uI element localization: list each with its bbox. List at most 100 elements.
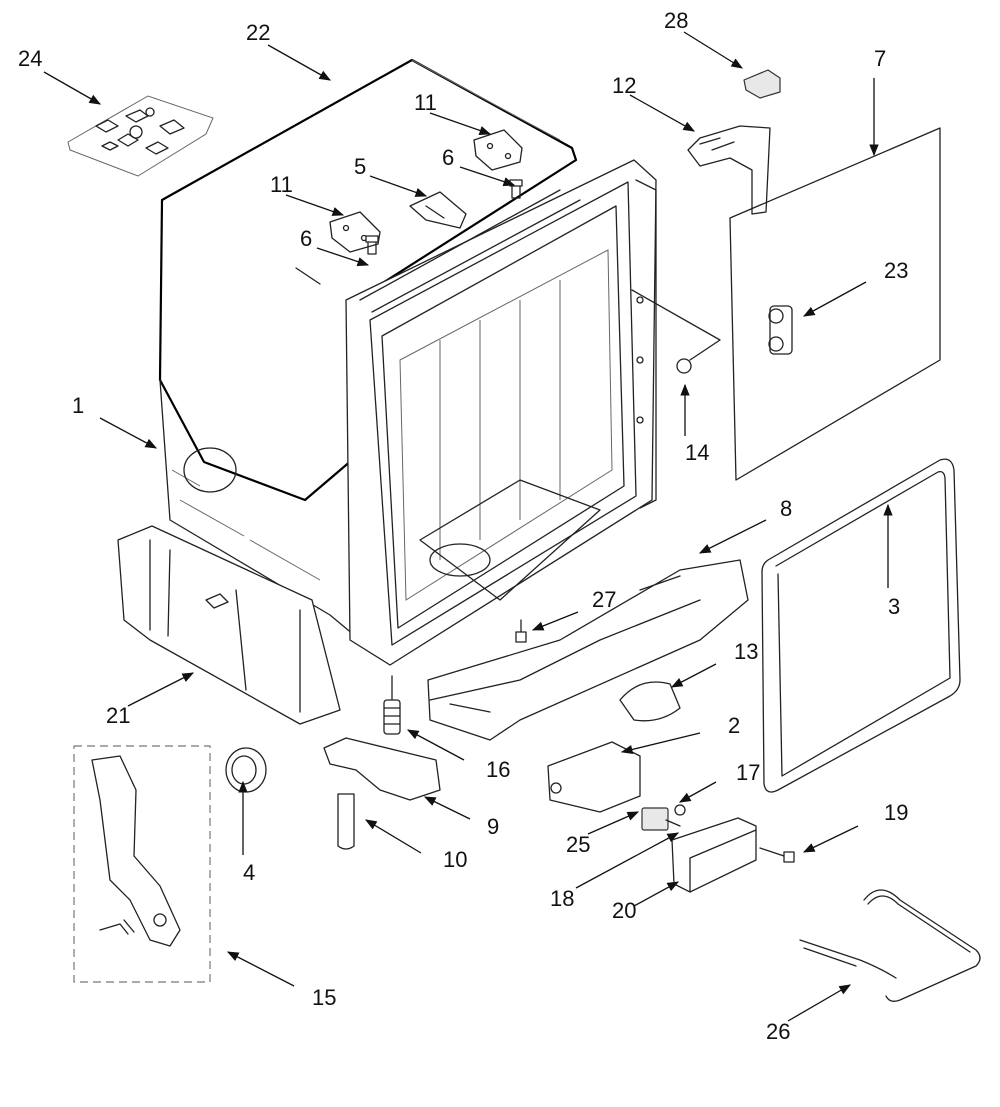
- callout-number-c5: 5: [354, 154, 366, 179]
- callout-number-c16: 16: [486, 757, 510, 782]
- callout-c1: 1: [72, 393, 158, 449]
- callout-c27: 27: [531, 587, 616, 631]
- callout-c7: 7: [869, 46, 886, 157]
- callout-c26: 26: [766, 984, 852, 1044]
- callout-number-c20: 20: [612, 898, 636, 923]
- callout-number-c3: 3: [888, 594, 900, 619]
- part-3-door-gasket: [761, 458, 961, 793]
- callout-arrow-c1: [99, 417, 158, 449]
- callout-c18: 18: [550, 832, 680, 911]
- part-16-leveling-leg: [383, 675, 401, 735]
- callout-c28: 28: [664, 8, 743, 69]
- callout-c12: 12: [612, 73, 696, 132]
- callout-arrow-c5: [369, 175, 428, 197]
- part-11-bracket-upper: [473, 129, 523, 171]
- callout-c13: 13: [670, 639, 758, 688]
- callout-number-c11a: 11: [414, 90, 437, 115]
- callout-number-c18: 18: [550, 886, 574, 911]
- part-15-pump-group: [73, 745, 211, 983]
- callout-c21: 21: [106, 672, 195, 728]
- callout-c11a: 11: [414, 90, 492, 135]
- callout-c25: 25: [566, 811, 640, 857]
- callout-c22: 22: [246, 20, 332, 81]
- callout-c6b: 6: [300, 226, 370, 267]
- callout-c24: 24: [18, 46, 102, 105]
- part-19-screw: [759, 847, 795, 863]
- callout-number-c7: 7: [874, 46, 886, 71]
- callout-arrow-c19: [802, 825, 859, 853]
- callout-number-c8: 8: [780, 496, 792, 521]
- callout-number-c24: 24: [18, 46, 42, 71]
- callout-c5: 5: [354, 154, 428, 197]
- callout-arrow-c20: [633, 881, 680, 907]
- callout-arrow-c21: [127, 672, 195, 707]
- callout-arrow-c6b: [316, 247, 370, 267]
- callout-arrow-c12: [629, 94, 696, 132]
- part-4-seal: [225, 747, 267, 793]
- part-24-hardware-kit: [67, 95, 214, 177]
- part-20-cover: [671, 817, 757, 893]
- part-6-screw-lower: [365, 235, 379, 255]
- callout-c16: 16: [406, 729, 510, 782]
- callout-c8: 8: [698, 496, 792, 554]
- callout-number-c27: 27: [592, 587, 616, 612]
- callout-number-c13: 13: [734, 639, 758, 664]
- callout-arrow-c28: [683, 31, 743, 69]
- callout-arrow-c10: [364, 819, 422, 854]
- callout-number-c22: 22: [246, 20, 270, 45]
- callout-arrow-c23: [802, 281, 867, 317]
- part-10-tube: [337, 793, 355, 850]
- callout-number-c19: 19: [884, 800, 908, 825]
- callout-c23: 23: [802, 258, 908, 317]
- callout-number-c2: 2: [728, 713, 740, 738]
- callout-arrow-c25: [587, 811, 640, 835]
- callout-arrow-c2: [620, 732, 701, 755]
- callout-number-c6b: 6: [300, 226, 312, 251]
- callout-c15: 15: [226, 951, 336, 1010]
- callout-number-c12: 12: [612, 73, 636, 98]
- callout-number-c10: 10: [443, 847, 467, 872]
- part-6-screw-upper: [509, 179, 523, 199]
- callout-c4: 4: [238, 780, 255, 885]
- part-9-bracket: [323, 737, 441, 801]
- part-17-screw: [674, 804, 686, 816]
- callout-number-c28: 28: [664, 8, 688, 33]
- callout-number-c11b: 11: [270, 172, 293, 197]
- callout-c9: 9: [423, 796, 499, 839]
- callout-arrow-c13: [670, 663, 717, 688]
- callout-c19: 19: [802, 800, 908, 853]
- callout-arrow-c15: [226, 951, 295, 987]
- callout-number-c25: 25: [566, 832, 590, 857]
- callout-arrow-c8: [698, 519, 767, 554]
- callout-number-c9: 9: [487, 814, 499, 839]
- part-8-base: [427, 559, 749, 741]
- callout-arrow-c24: [43, 71, 102, 105]
- part-28-clip: [743, 69, 781, 99]
- callout-number-c17: 17: [736, 760, 760, 785]
- part-12-vent-cover: [687, 125, 771, 215]
- callout-arrow-c6a: [459, 166, 516, 187]
- callout-c11b: 11: [270, 172, 345, 216]
- callout-c6a: 6: [442, 145, 516, 187]
- part-1-tub-assembly: [159, 159, 657, 666]
- callout-arrow-c9: [423, 796, 471, 820]
- callout-c17: 17: [678, 760, 760, 803]
- callout-arrow-c11b: [285, 194, 345, 216]
- part-21-front-base: [117, 525, 341, 725]
- callout-c14: 14: [680, 383, 709, 465]
- callout-c20: 20: [612, 881, 680, 923]
- part-13-cover: [619, 681, 681, 722]
- callout-c10: 10: [364, 819, 467, 872]
- callout-arrow-c26: [787, 984, 852, 1022]
- part-26-harness: [799, 889, 981, 1002]
- callout-arrow-c27: [531, 611, 579, 631]
- part-25-switch: [641, 807, 669, 831]
- part-7-door-panel: [729, 127, 941, 481]
- part-2-bracket: [547, 741, 641, 813]
- callout-arrow-c17: [678, 781, 717, 803]
- callout-number-c14: 14: [685, 440, 709, 465]
- callout-arrow-c16: [406, 729, 465, 761]
- callout-number-c21: 21: [106, 703, 130, 728]
